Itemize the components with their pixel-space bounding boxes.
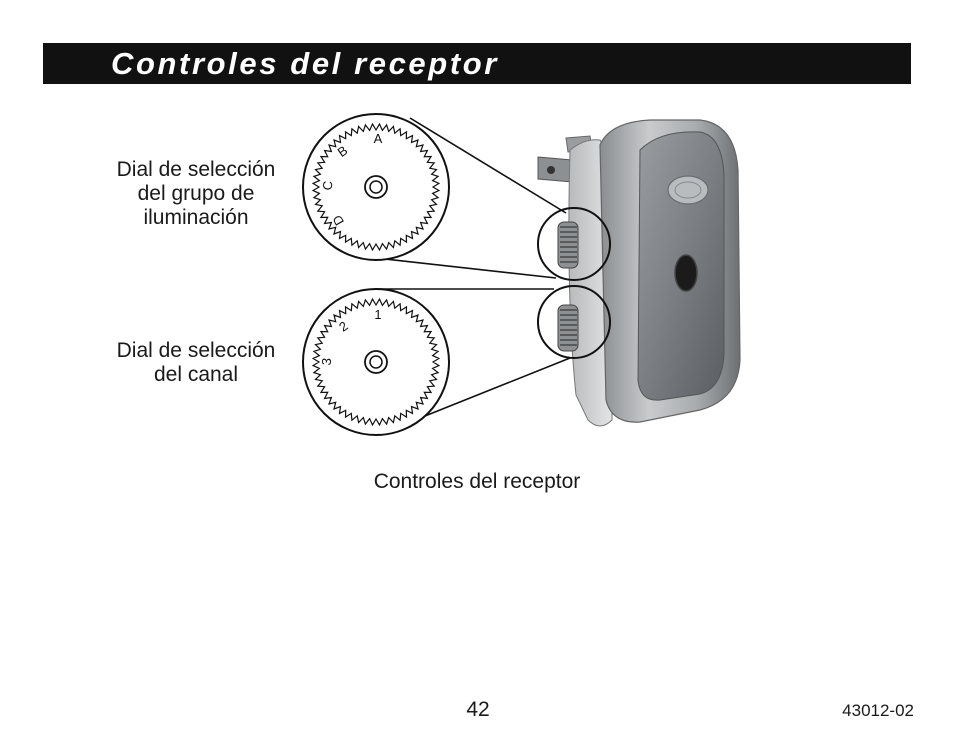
group-dial-enlarged: A B C D (302, 113, 450, 261)
title-bar: Controles del receptor (43, 43, 911, 84)
dial-teeth (311, 122, 441, 252)
channel-dial-enlarged: 1 2 3 (302, 288, 450, 436)
channel-dial-wheel (557, 304, 579, 352)
plug-prong (537, 156, 573, 183)
group-dial-callout: Dial de selección del grupo de iluminaci… (96, 158, 296, 230)
dial-label-c: C (320, 180, 336, 191)
dial-label-1: 1 (374, 307, 381, 322)
group-dial-highlight (537, 207, 611, 281)
group-dial-wheel (557, 221, 579, 269)
callout-line: del canal (153, 363, 239, 386)
brand-logo (667, 175, 709, 205)
document-code: 43012-02 (842, 701, 914, 720)
callout-line: Dial de selección (116, 158, 276, 181)
channel-dial-callout: Dial de selección del canal (96, 339, 296, 387)
sensor-hole (674, 254, 698, 292)
callout-line: del grupo de (137, 182, 255, 205)
callout-line: iluminación (143, 206, 249, 229)
figure-caption: Controles del receptor (373, 470, 581, 493)
channel-dial-highlight (537, 285, 611, 359)
page-title: Controles del receptor (111, 46, 499, 81)
dial-label-a: A (374, 131, 383, 146)
callout-connector-lines (375, 117, 571, 419)
dial-teeth (311, 297, 441, 427)
callout-line: Dial de selección (116, 339, 276, 362)
page-number: 42 (466, 698, 490, 721)
dial-label-3: 3 (319, 357, 335, 366)
dial-serration (311, 297, 441, 427)
dial-serration (311, 122, 441, 252)
